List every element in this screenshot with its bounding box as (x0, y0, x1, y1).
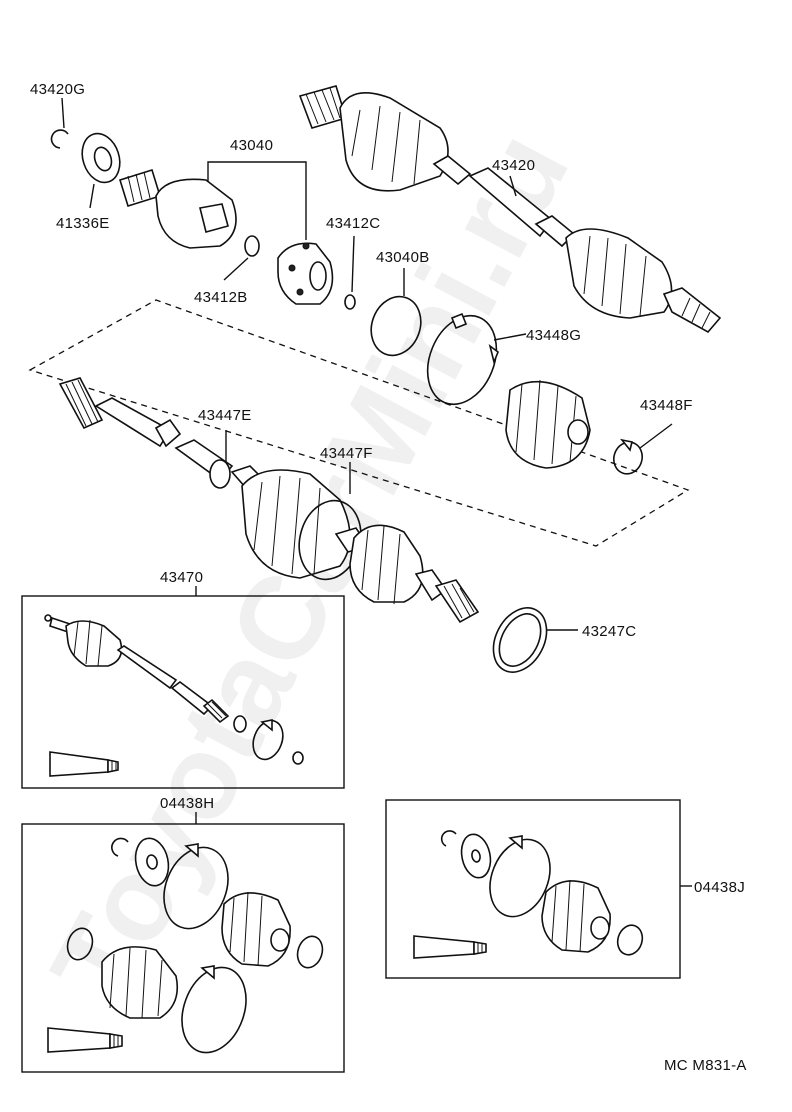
part-43448G-band (426, 312, 499, 406)
label-43247C: 43247C (582, 623, 636, 640)
label-43412B: 43412B (194, 289, 248, 306)
label-43420G: 43420G (30, 81, 85, 98)
part-43040-joint (119, 168, 334, 305)
part-43247C-ring (492, 607, 548, 673)
kit-43470-parts (44, 614, 304, 777)
kit-04438J-box (385, 799, 681, 979)
label-43470: 43470 (160, 569, 203, 586)
kit-43470-box (21, 595, 345, 789)
kit-04438H-parts (47, 837, 324, 1054)
label-43040: 43040 (230, 137, 273, 154)
label-43420: 43420 (492, 157, 535, 174)
label-43447E: 43447E (198, 407, 252, 424)
label-43448G: 43448G (526, 327, 581, 344)
label-04438J: 04438J (694, 879, 745, 896)
part-41336E-washer (81, 132, 121, 184)
label-43448F: 43448F (640, 397, 693, 414)
part-boot (505, 379, 591, 469)
part-43040B-ring (370, 295, 422, 357)
label-41336E: 41336E (56, 215, 110, 232)
label-43040B: 43040B (376, 249, 430, 266)
kit-04438J-parts (413, 830, 644, 959)
shaft-middle (58, 377, 480, 624)
shaft-assembly-43420 (298, 85, 722, 334)
label-43447F: 43447F (320, 445, 373, 462)
boot-kit-outline (28, 299, 690, 547)
part-43412C-ring (344, 294, 356, 310)
diagram-code: MC M831-A (664, 1057, 747, 1074)
label-04438H: 04438H (160, 795, 214, 812)
label-43412C: 43412C (326, 215, 380, 232)
part-43420G-snap-ring (50, 129, 69, 149)
part-43448F-clamp (612, 438, 644, 475)
kit-04438H-box (21, 823, 345, 1073)
